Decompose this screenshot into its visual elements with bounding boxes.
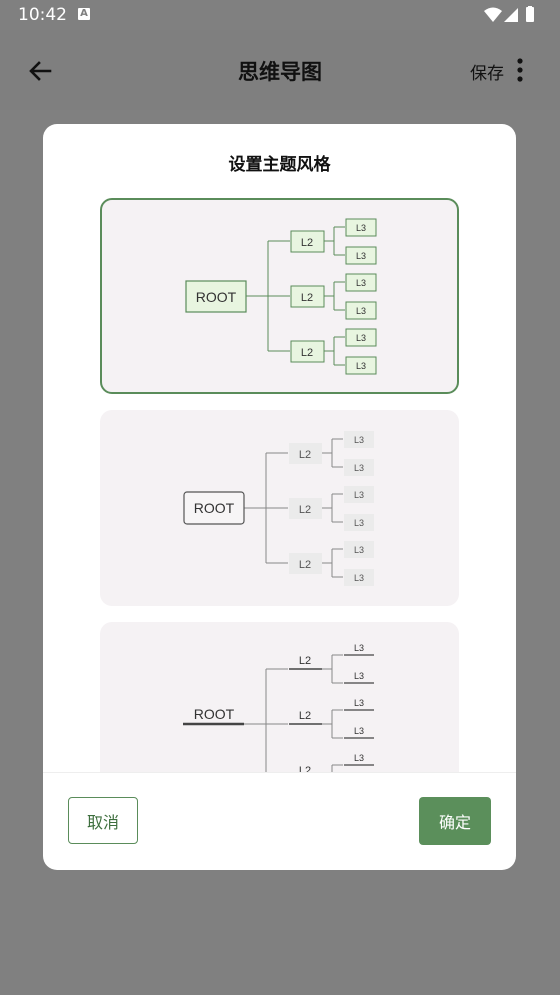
theme1-l3: L3 [356,361,366,371]
theme3-root: ROOT [194,706,235,722]
theme1-l3: L3 [356,251,366,261]
back-arrow-icon[interactable] [26,57,54,85]
theme-card-green[interactable]: ROOT L2 L2 L2 L3 [100,198,459,394]
battery-icon [526,7,534,22]
status-time: 10:42 [18,5,67,25]
theme3-l3: L3 [354,643,364,653]
a-letter-icon: A [78,8,90,20]
theme-preview-green: ROOT L2 L2 L2 L3 [185,218,377,375]
theme1-l3: L3 [356,306,366,316]
page-title: 思维导图 [238,60,322,84]
theme1-l2: L2 [301,347,313,359]
theme3-l3: L3 [354,753,364,763]
theme3-l3: L3 [354,726,364,736]
theme1-l2: L2 [301,237,313,249]
wifi-icon [484,7,502,22]
theme2-l3: L3 [354,435,364,445]
more-vert-icon[interactable] [512,56,528,84]
status-icons [484,6,534,22]
theme2-l2: L2 [299,504,311,516]
theme2-l3: L3 [354,545,364,555]
confirm-button[interactable]: 确定 [419,797,491,845]
theme1-root: ROOT [196,289,237,305]
theme1-l3: L3 [356,223,366,233]
theme3-l2: L2 [299,655,311,667]
theme2-root: ROOT [194,500,235,516]
theme1-l3: L3 [356,333,366,343]
dialog-title: 设置主题风格 [228,155,331,175]
theme-preview-underline: ROOT L2 L2 L2 L3 L3 L3 L3 L3 L3 [183,643,374,772]
theme3-l3: L3 [354,671,364,681]
theme2-l3: L3 [354,490,364,500]
dialog-divider [43,772,516,773]
theme-preview-gray: ROOT L2 L2 L2 L3 [183,431,374,586]
signal-icon [504,8,518,22]
theme-list[interactable]: ROOT L2 L2 L2 L3 [43,196,516,772]
theme2-l3: L3 [354,518,364,528]
theme3-l2: L2 [299,710,311,722]
save-button[interactable]: 保存 [470,64,504,84]
theme2-l2: L2 [299,449,311,461]
theme3-l2: L2 [299,765,311,772]
theme1-l2: L2 [301,292,313,304]
app-bar: 思维导图 保存 [0,30,560,110]
theme1-l3: L3 [356,278,366,288]
theme2-l2: L2 [299,559,311,571]
theme3-l3: L3 [354,698,364,708]
cancel-button[interactable]: 取消 [68,797,138,844]
status-bar: 10:42 A [0,0,560,30]
theme2-l3: L3 [354,573,364,583]
theme-dialog: 设置主题风格 ROOT [43,124,516,870]
theme-card-underline[interactable]: ROOT L2 L2 L2 L3 L3 L3 L3 L3 L3 [100,622,459,772]
theme-card-gray[interactable]: ROOT L2 L2 L2 L3 [100,410,459,606]
theme2-l3: L3 [354,463,364,473]
